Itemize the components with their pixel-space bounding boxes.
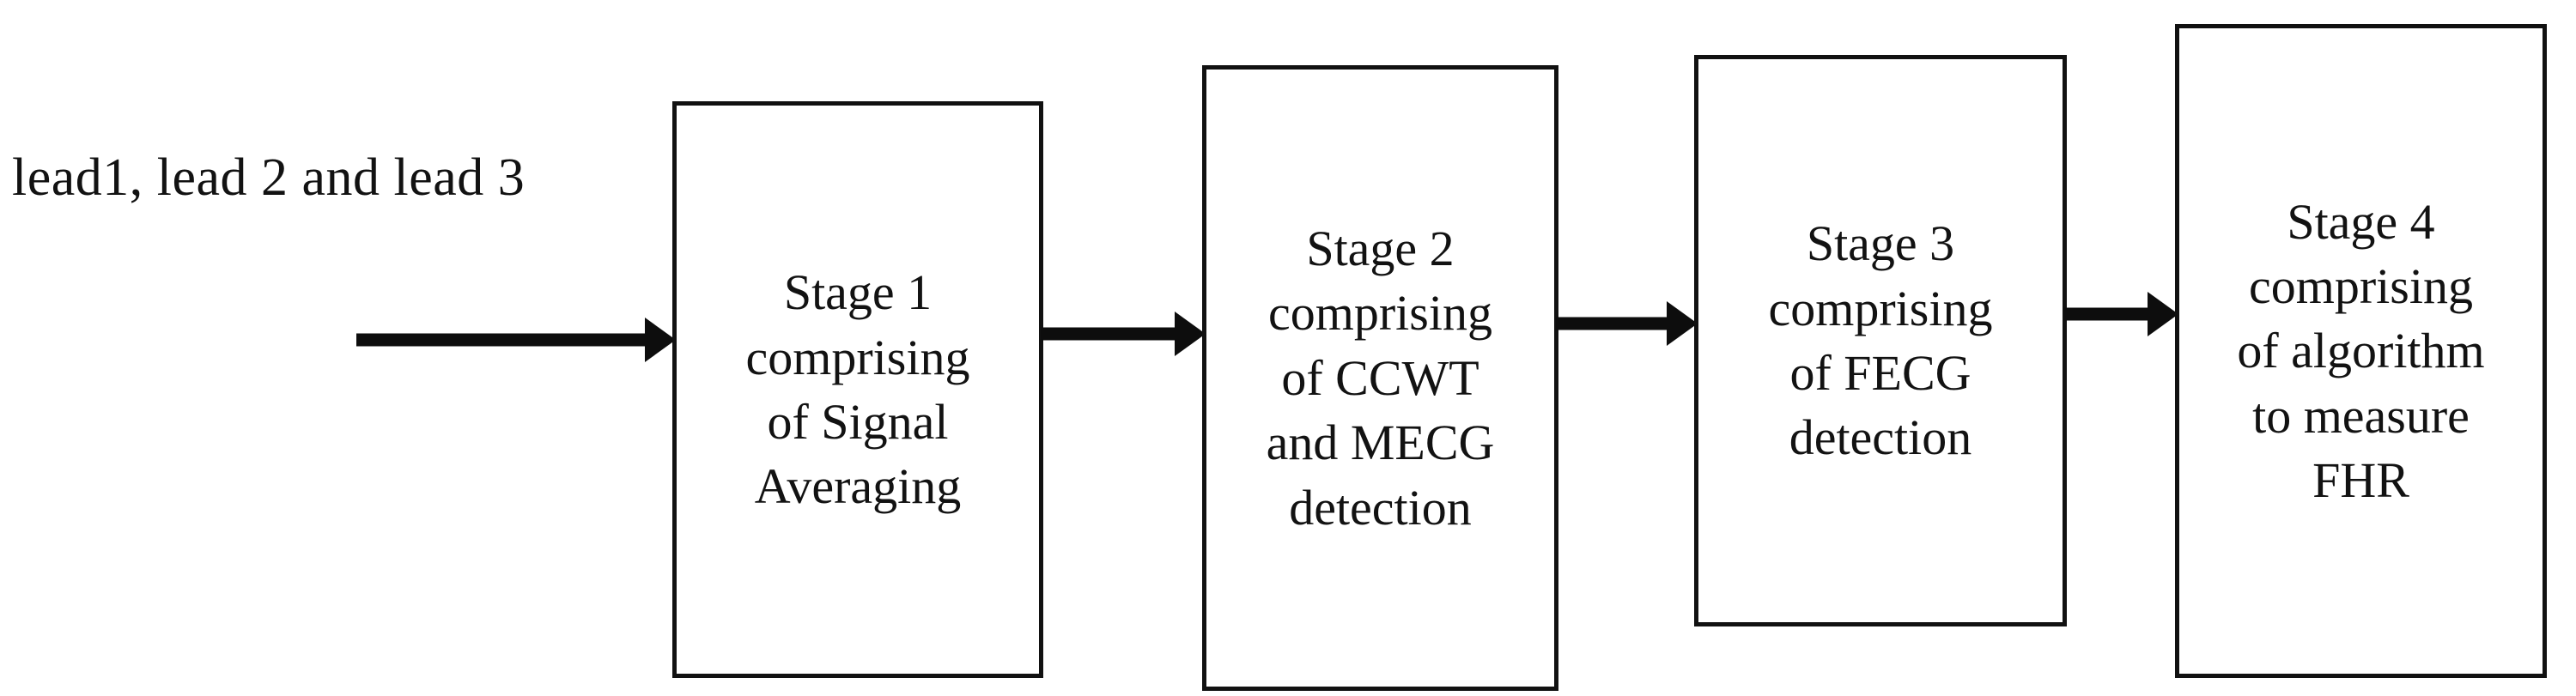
stage-1-line-2: comprising [745,329,970,385]
stage-4-line-4: to measure [2252,387,2470,444]
stage-2-line-2: comprising [1268,285,1492,342]
stage-4-line-5: FHR [2312,452,2409,509]
stage-4-line-2: comprising [2249,257,2473,314]
stage-3-line-3: of FECG [1789,345,1971,401]
stage-3-line-4: detection [1789,409,1972,466]
arrow-head-icon [2148,292,2178,336]
arrow-shaft [2064,307,2148,321]
stage-2-line-1: Stage 2 [1306,221,1455,277]
stage-box-3[interactable]: Stage 3 comprising of FECG detection [1694,55,2067,626]
arrow-head-icon [1667,301,1698,346]
stage-2-line-3: of CCWT [1281,349,1479,406]
arrow-shaft [1041,327,1175,341]
stage-box-1[interactable]: Stage 1 comprising of Signal Averaging [672,101,1043,678]
stage-1-line-3: of Signal [767,394,949,450]
input-signal-label: lead1, lead 2 and lead 3 [12,148,526,207]
arrow-shaft [356,333,645,347]
stage-4-line-1: Stage 4 [2287,193,2435,250]
arrow-head-icon [1175,312,1206,356]
stage-1-line-4: Averaging [754,458,962,515]
stage-box-4[interactable]: Stage 4 comprising of algorithm to measu… [2175,24,2547,678]
stage-4-line-3: of algorithm [2237,323,2485,379]
arrow-shaft [1556,317,1667,330]
stage-2-line-5: detection [1289,479,1472,536]
arrow-head-icon [645,318,676,362]
stage-box-2[interactable]: Stage 2 comprising of CCWT and MECG dete… [1202,65,1558,691]
stage-3-line-1: Stage 3 [1806,215,1955,272]
stage-2-line-4: and MECG [1266,415,1495,471]
stage-3-line-2: comprising [1768,280,1993,336]
stage-1-line-1: Stage 1 [783,264,933,321]
